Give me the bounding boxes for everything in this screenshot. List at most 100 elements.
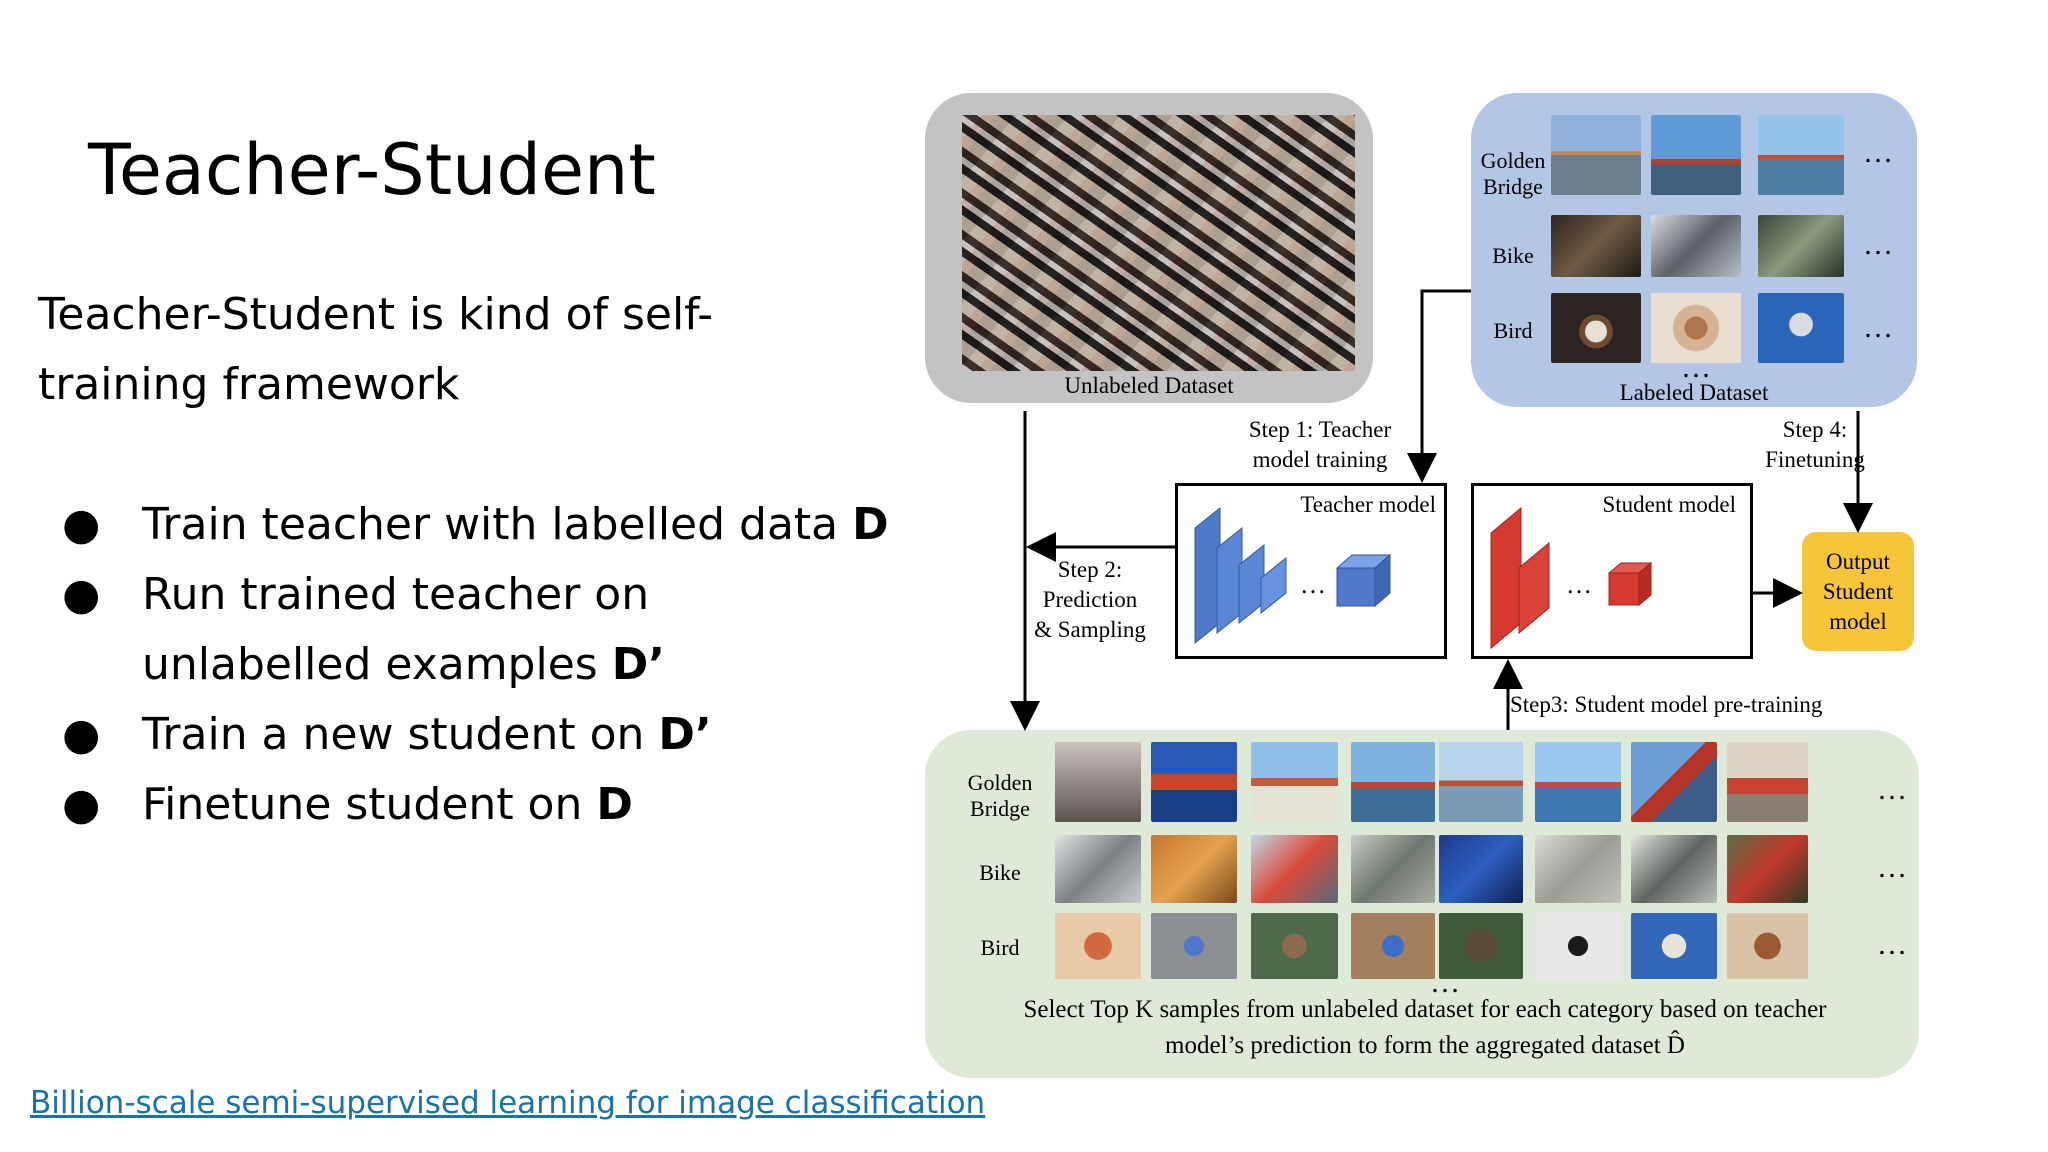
labeled-caption: Labeled Dataset: [1619, 380, 1769, 405]
bullet-list: ● Train teacher with labelled data D ● Run…: [50, 490, 890, 840]
ellipsis-more: …: [1877, 851, 1910, 884]
bird-thumbnail: [1438, 913, 1523, 979]
bike-thumbnail: [1534, 835, 1621, 903]
step1-label: Step 1: Teacher model training: [1230, 415, 1410, 475]
bike-thumbnail: [1251, 835, 1338, 903]
ellipsis-more: …: [1863, 311, 1896, 344]
intro-text: Teacher-Student is kind of self-training…: [38, 289, 714, 410]
bullet-item: ● Train a new student on D’: [50, 700, 890, 770]
svg-text:…: …: [1566, 570, 1592, 599]
ellipsis-more: …: [1877, 773, 1910, 806]
bird-thumbnail: [1054, 913, 1141, 979]
output-student-model: Output Student model: [1802, 532, 1914, 651]
svg-text:…: …: [1300, 570, 1326, 599]
golden-bridge-thumbnail: [1150, 742, 1237, 822]
golden-bridge-thumbnail: [1551, 115, 1641, 195]
bullet-dot: ●: [62, 499, 101, 550]
bullet-item: ● Finetune student on D: [50, 770, 890, 840]
bike-thumbnail: [1726, 835, 1809, 903]
golden-bridge-thumbnail: [1726, 742, 1809, 822]
step2-line: & Sampling: [1034, 617, 1146, 642]
step4-line: Finetuning: [1765, 447, 1865, 472]
vertical-ellipsis: …: [1681, 351, 1714, 384]
golden-bridge-thumbnail: [1651, 115, 1741, 195]
ellipsis-more: …: [1877, 928, 1910, 961]
bullet-dot: ●: [62, 709, 101, 760]
row-label-bird: Bird: [1493, 318, 1533, 343]
student-model-box: Student model …: [1471, 483, 1753, 659]
bullet-bold: D: [852, 499, 889, 550]
golden-bridge-thumbnail: [1251, 742, 1338, 822]
bike-thumbnail: [1758, 215, 1844, 277]
bike-thumbnail: [1150, 835, 1237, 903]
bird-thumbnail: [1351, 913, 1435, 979]
bike-thumbnail: [1438, 835, 1523, 903]
golden-bridge-thumbnail: [1630, 742, 1717, 822]
bird-thumbnail: [1534, 913, 1621, 979]
bullet-bold: D: [596, 779, 633, 830]
golden-bridge-thumbnail: [1438, 742, 1523, 822]
bird-thumbnail: [1758, 293, 1844, 363]
step3-label: Step3: Student model pre-training: [1510, 692, 1823, 717]
bullet-bold: D’: [658, 709, 712, 760]
golden-bridge-thumbnail: [1054, 742, 1141, 822]
golden-bridge-thumbnail: [1351, 742, 1435, 822]
student-model-label: Student model: [1602, 492, 1736, 517]
row-label-line: Golden: [967, 770, 1033, 795]
bullet-dot: ●: [62, 779, 101, 830]
row-label-bike: Bike: [1492, 243, 1534, 268]
student-network-icon: …: [1490, 506, 1653, 650]
row-label-line: Bridge: [970, 796, 1030, 821]
bike-thumbnail: [1630, 835, 1717, 903]
row-label-bike: Bike: [979, 860, 1021, 885]
bullet-item: ● Train teacher with labelled data D: [50, 490, 890, 560]
paper-link[interactable]: Billion-scale semi-supervised learning f…: [30, 1085, 986, 1121]
step4-label: Step 4: Finetuning: [1740, 415, 1890, 475]
bullet-bold: D’: [611, 639, 665, 690]
footnote-line1: Select Top K samples from unlabeled data…: [1023, 996, 1827, 1023]
arrow-step1: [1407, 289, 1471, 483]
bullet-text: Train a new student on: [142, 709, 659, 760]
bullet-text: Run trained teacher on unlabelled exampl…: [142, 569, 650, 690]
step1-line: model training: [1252, 447, 1388, 472]
connector-arrows: [1010, 289, 1873, 731]
photo-collage-image: [962, 115, 1355, 371]
step1-line: Step 1: Teacher: [1248, 417, 1392, 442]
bike-thumbnail: [1054, 835, 1141, 903]
footnote-line2: model’s prediction to form the aggregate…: [1165, 1032, 1685, 1059]
step4-line: Step 4:: [1782, 417, 1848, 442]
step2-line: Prediction: [1042, 587, 1138, 612]
bird-thumbnail: [1251, 913, 1338, 979]
step2-line: Step 2:: [1057, 557, 1123, 582]
output-line: Student: [1822, 578, 1894, 604]
bird-thumbnail: [1726, 913, 1809, 979]
bullet-text: Finetune student on: [142, 779, 597, 830]
bird-thumbnail: [1551, 293, 1641, 363]
bike-thumbnail: [1651, 215, 1741, 277]
bike-thumbnail: [1551, 215, 1641, 277]
bullet-text: Train teacher with labelled data: [142, 499, 853, 550]
bullet-item: ● Run trained teacher on unlabelled examp…: [50, 560, 890, 700]
bird-thumbnail: [1150, 913, 1237, 979]
step2-label: Step 2: Prediction & Sampling: [1020, 555, 1160, 645]
ellipsis-more: …: [1863, 136, 1896, 169]
teacher-model-box: Teacher model …: [1175, 483, 1447, 659]
slide-title: Teacher-Student: [88, 129, 656, 211]
golden-bridge-thumbnail: [1758, 115, 1844, 195]
ellipsis-more: …: [1863, 228, 1896, 261]
bike-thumbnail: [1351, 835, 1435, 903]
unlabeled-caption: Unlabeled Dataset: [1064, 373, 1234, 398]
unlabeled-dataset-panel: Unlabeled Dataset: [925, 93, 1373, 403]
bird-thumbnail: [1651, 293, 1741, 363]
bullet-dot: ●: [62, 569, 101, 620]
row-label-line: Bridge: [1483, 174, 1543, 199]
row-label-line: Golden: [1480, 148, 1546, 173]
bird-thumbnail: [1630, 913, 1717, 979]
golden-bridge-thumbnail: [1534, 742, 1621, 822]
teacher-model-label: Teacher model: [1300, 492, 1436, 517]
